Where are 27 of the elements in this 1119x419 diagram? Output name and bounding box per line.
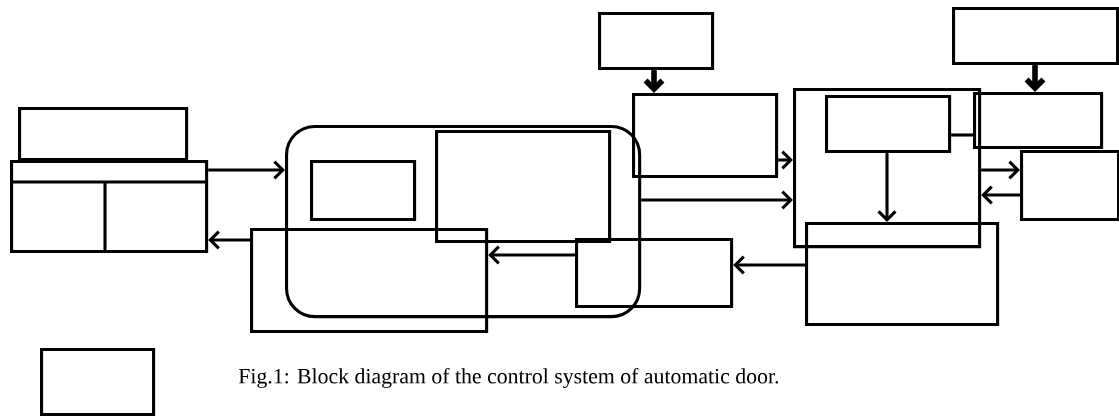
block-box — [805, 222, 1000, 327]
arrow — [208, 230, 250, 250]
block-box — [632, 93, 779, 179]
inner-box — [435, 130, 612, 244]
arrow — [981, 160, 1020, 180]
arrow — [981, 185, 1020, 205]
inner-box — [825, 95, 952, 154]
block-box — [40, 348, 156, 417]
connector-line — [951, 133, 973, 137]
caption: Fig.1: Block diagram of the control system of automatic door. — [238, 367, 779, 388]
arrow — [641, 190, 793, 210]
rounded-box — [285, 125, 642, 319]
arrow — [208, 160, 285, 180]
block-box — [1020, 150, 1119, 222]
block-arrow — [1024, 65, 1046, 92]
arrow — [733, 255, 805, 275]
block-box — [250, 228, 489, 334]
block-box — [10, 160, 209, 254]
block-box — [598, 12, 715, 71]
block-box — [793, 88, 982, 249]
block-box — [575, 238, 734, 309]
block-box — [18, 107, 189, 162]
block-box — [973, 92, 1104, 150]
inner-box — [310, 160, 417, 222]
block-box — [952, 7, 1119, 66]
arrow — [488, 245, 575, 265]
arrow — [877, 153, 897, 222]
